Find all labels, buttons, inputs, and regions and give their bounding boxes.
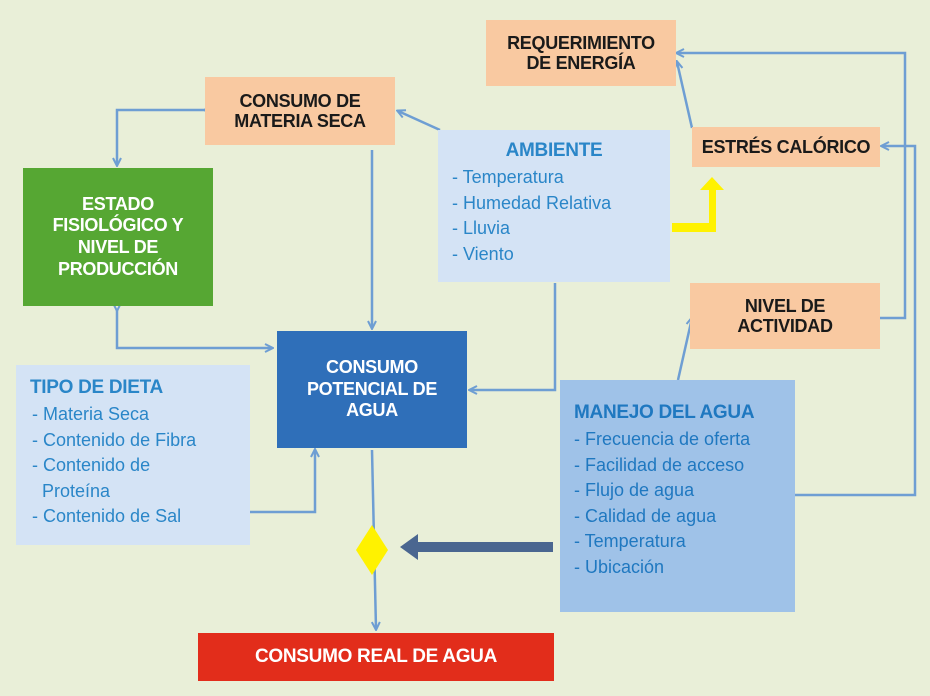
manejo-agua-item: - Calidad de agua <box>574 505 717 526</box>
ambiente-item: - Viento <box>452 243 514 264</box>
ambiente-box: AMBIENTE - Temperatura - Humedad Relativ… <box>438 130 670 282</box>
yellow-arrow <box>672 177 724 232</box>
nivel-actividad-node: NIVEL DE ACTIVIDAD <box>690 283 880 349</box>
estres-calorico-label: ESTRÉS CALÓRICO <box>701 136 871 157</box>
manejo-agua-item: - Ubicación <box>574 556 665 577</box>
arrow-manejo-estres <box>795 146 917 497</box>
tipo-dieta-item: - Contenido de <box>32 455 151 476</box>
tipo-dieta-box: TIPO DE DIETA - Materia Seca - Contenido… <box>16 365 250 545</box>
manejo-agua-box: MANEJO DEL AGUA - Frecuencia de oferta -… <box>560 380 795 612</box>
ambiente-item: - Humedad Relativa <box>452 192 612 213</box>
arrow-actividad-requerimiento <box>677 53 907 320</box>
arrow-manejo-actividad <box>676 318 692 381</box>
consumo-materia-seca-label: CONSUMO DE MATERIA SECA <box>234 90 366 131</box>
manejo-agua-item: - Facilidad de acceso <box>574 454 745 475</box>
decision-diamond <box>356 525 388 575</box>
tipo-dieta-item: - Contenido de Fibra <box>32 429 197 450</box>
consumo-potencial-node: CONSUMO POTENCIAL DE AGUA <box>277 331 467 448</box>
tipo-dieta-title: TIPO DE DIETA <box>30 377 163 398</box>
dark-arrow <box>400 534 553 560</box>
manejo-agua-title: MANEJO DEL AGUA <box>574 402 755 423</box>
ambiente-item: - Lluvia <box>452 218 511 239</box>
consumo-potencial-label: CONSUMO POTENCIAL DE AGUA <box>306 357 438 421</box>
manejo-agua-list: - Frecuencia de oferta - Facilidad de ac… <box>574 427 781 580</box>
tipo-dieta-list: - Materia Seca - Contenido de Fibra - Co… <box>30 402 236 530</box>
tipo-dieta-item: - Materia Seca <box>32 404 150 425</box>
manejo-agua-item: - Frecuencia de oferta <box>574 429 751 450</box>
nivel-actividad-label: NIVEL DE ACTIVIDAD <box>737 295 833 336</box>
consumo-real-label: CONSUMO REAL DE AGUA <box>254 646 498 668</box>
arrow-estado-potencial <box>117 310 272 348</box>
manejo-agua-item: - Temperatura <box>574 531 686 552</box>
estado-fisiologico-label: ESTADO FISIOLÓGICO Y NIVEL DE PRODUCCIÓN <box>52 193 184 279</box>
tipo-dieta-item: - Contenido de Sal <box>32 506 182 527</box>
tipo-dieta-item: Proteína <box>32 480 111 501</box>
ambiente-title: AMBIENTE <box>505 140 603 161</box>
arrow-ms-estado <box>117 110 205 165</box>
estres-calorico-node: ESTRÉS CALÓRICO <box>692 127 880 167</box>
arrow-dieta-potencial <box>250 450 315 514</box>
consumo-real-node: CONSUMO REAL DE AGUA <box>198 633 554 681</box>
manejo-agua-item: - Flujo de agua <box>574 480 695 501</box>
ambiente-item: - Temperatura <box>452 167 564 188</box>
arrow-estres-requerimiento <box>677 62 694 129</box>
ambiente-list: - Temperatura - Humedad Relativa - Lluvi… <box>452 165 656 267</box>
requerimiento-energia-node: REQUERIMIENTO DE ENERGÍA <box>486 20 676 86</box>
estado-fisiologico-node: ESTADO FISIOLÓGICO Y NIVEL DE PRODUCCIÓN <box>23 168 213 306</box>
arrow-ambiente-ms <box>398 111 441 132</box>
arrow-ambiente-potencial <box>470 283 557 390</box>
consumo-materia-seca-node: CONSUMO DE MATERIA SECA <box>205 77 395 145</box>
requerimiento-energia-label: REQUERIMIENTO DE ENERGÍA <box>507 32 655 73</box>
